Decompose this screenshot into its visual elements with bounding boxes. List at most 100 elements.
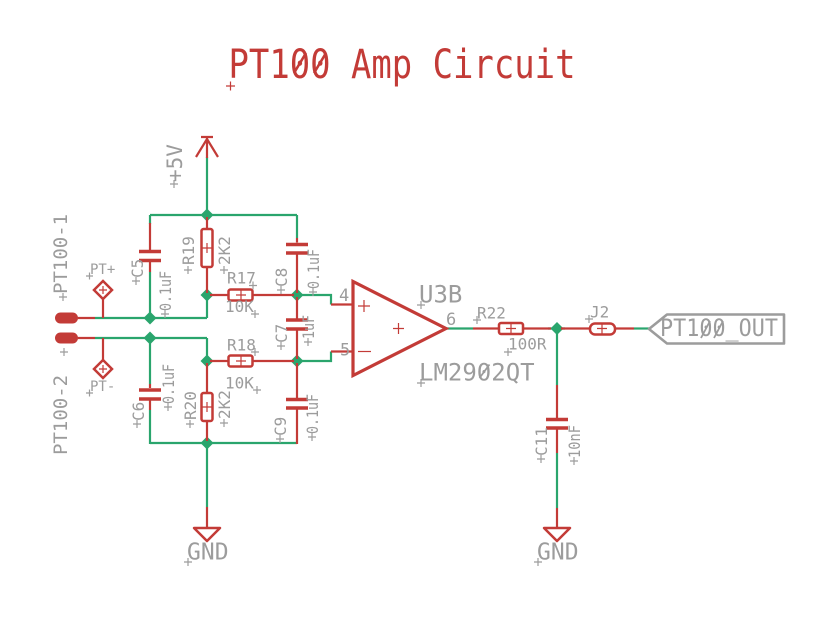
c6-value-cross — [164, 403, 172, 411]
resistor-r18: R18 10K — [210, 336, 294, 394]
junction-dot — [200, 354, 214, 368]
junction-dot — [200, 288, 214, 302]
opamp-plus-input-icon — [358, 300, 370, 312]
junction-dot — [143, 311, 157, 325]
resistor-r19: R19 2K2 — [179, 217, 234, 293]
jumper-origin-cross — [597, 323, 607, 334]
resistor-r20: R20 2K2 — [181, 363, 234, 441]
jumper-j2: J2 — [561, 303, 634, 336]
r22-value-cross — [504, 348, 512, 356]
c8-value-cross — [309, 288, 317, 296]
gnd-left-cross — [184, 558, 192, 566]
r22-value: 100R — [508, 335, 547, 354]
opamp-part-number: LM2902QT — [419, 359, 535, 387]
opamp-name: U3B — [419, 281, 462, 309]
c7-value: 1uF — [299, 315, 318, 339]
r22-name: R22 — [477, 304, 506, 323]
testpoint-pt-minus: PT- — [86, 338, 115, 397]
c8-name-cross — [277, 286, 285, 294]
pt-plus-diamond — [92, 279, 114, 301]
resistor-body — [200, 227, 214, 269]
pt-plus-diamond-cross — [99, 286, 107, 294]
c11-name-cross — [537, 455, 545, 463]
r19-name: R19 — [179, 236, 198, 265]
testpoint-pt-plus: PT+ — [86, 262, 115, 318]
pt-minus-diamond — [92, 358, 114, 380]
c6-value: 0.1uF — [159, 364, 178, 404]
r18-value: 10K — [225, 374, 254, 393]
c7-name-cross — [277, 342, 285, 350]
c5-name: C5 — [128, 259, 147, 278]
net-tag-outline — [647, 313, 786, 345]
junction-dot — [290, 288, 304, 302]
resistor-body — [227, 354, 254, 368]
pt100-1-cross — [59, 293, 67, 301]
schematic-title: PT100 Amp Circuit — [229, 42, 576, 88]
title-zero-slashes — [292, 52, 328, 74]
c7-name: C7 — [272, 324, 291, 343]
opamp-triangle — [351, 278, 450, 379]
c9-value: 0.1uF — [303, 394, 322, 434]
r18-name-cross — [251, 348, 259, 356]
c5-value: 0.1uF — [156, 271, 175, 311]
gnd-left-label: GND — [187, 540, 229, 566]
j2-name-cross — [585, 315, 593, 323]
resistor-body — [497, 321, 525, 336]
pt100-1-label: PT100-1 — [50, 214, 72, 294]
junction-dot — [550, 322, 564, 335]
opamp-origin-cross — [393, 323, 404, 334]
c9-name-cross — [276, 435, 284, 443]
resistor-origin-cross — [202, 243, 212, 253]
junction-dot — [200, 208, 214, 222]
opamp-pin-plus: 4 — [339, 286, 349, 306]
capacitor-c5: C5 0.1uF — [128, 223, 175, 318]
pin-bar — [55, 332, 78, 344]
j2-name: J2 — [590, 303, 609, 322]
net-tag-pt100-out: PT100_OUT — [647, 313, 786, 345]
resistor-origin-cross — [236, 290, 246, 300]
r17-name-cross — [249, 281, 257, 290]
opamp-pin-minus: 5 — [340, 341, 350, 361]
pt-minus-label: PT- — [90, 379, 115, 395]
c8-value: 0.1uF — [304, 249, 323, 289]
capacitor-c9: C9 0.1uF — [271, 363, 322, 444]
capacitor-c6: C6 0.1uF — [129, 364, 178, 428]
junctions — [143, 208, 564, 450]
connector-pt100-1: PT100-1 — [50, 214, 95, 324]
gnd-symbol-left: GND — [184, 507, 229, 566]
junction-dot — [290, 354, 304, 368]
r19-name-cross — [184, 266, 192, 274]
vcc-symbol: +5V — [163, 135, 219, 188]
gnd-triangle-icon — [542, 526, 572, 543]
c5-name-cross — [132, 277, 140, 285]
opamp-name-cross — [417, 301, 425, 309]
c7-value-cross — [304, 338, 312, 346]
c11-value-cross — [570, 457, 578, 465]
resistor-body — [200, 391, 214, 423]
pt-plus-label: PT+ — [90, 262, 115, 278]
gnd-right-cross — [534, 558, 542, 566]
r22-name-cross — [473, 316, 481, 324]
r17-value-cross — [251, 310, 259, 318]
r18-value-cross — [253, 386, 261, 394]
r20-name-cross — [186, 420, 194, 428]
r17-name: R17 — [227, 269, 256, 288]
resistor-origin-cross — [236, 356, 246, 366]
r18-name: R18 — [227, 336, 256, 355]
r19-value-cross — [220, 266, 228, 274]
pt100-2-label: PT100-2 — [50, 375, 72, 455]
opamp-u3b: 4 5 6 U3B LM2902QT — [331, 278, 535, 387]
opamp-part-cross — [417, 379, 425, 387]
wire-segment — [297, 351, 333, 363]
c9-name: C9 — [271, 417, 290, 436]
c11-name: C11 — [532, 427, 551, 456]
r19-value: 2K2 — [215, 236, 234, 265]
junction-dot — [200, 436, 214, 450]
pt-plus-label-cross — [86, 272, 93, 280]
connector-pt100-2: PT100-2 — [50, 332, 95, 455]
pt-minus-diamond-cross — [99, 365, 107, 373]
vcc-label: +5V — [163, 144, 187, 182]
resistor-r22: R22 100R — [473, 304, 551, 356]
capacitor-c11: C11 10nF — [532, 385, 584, 465]
